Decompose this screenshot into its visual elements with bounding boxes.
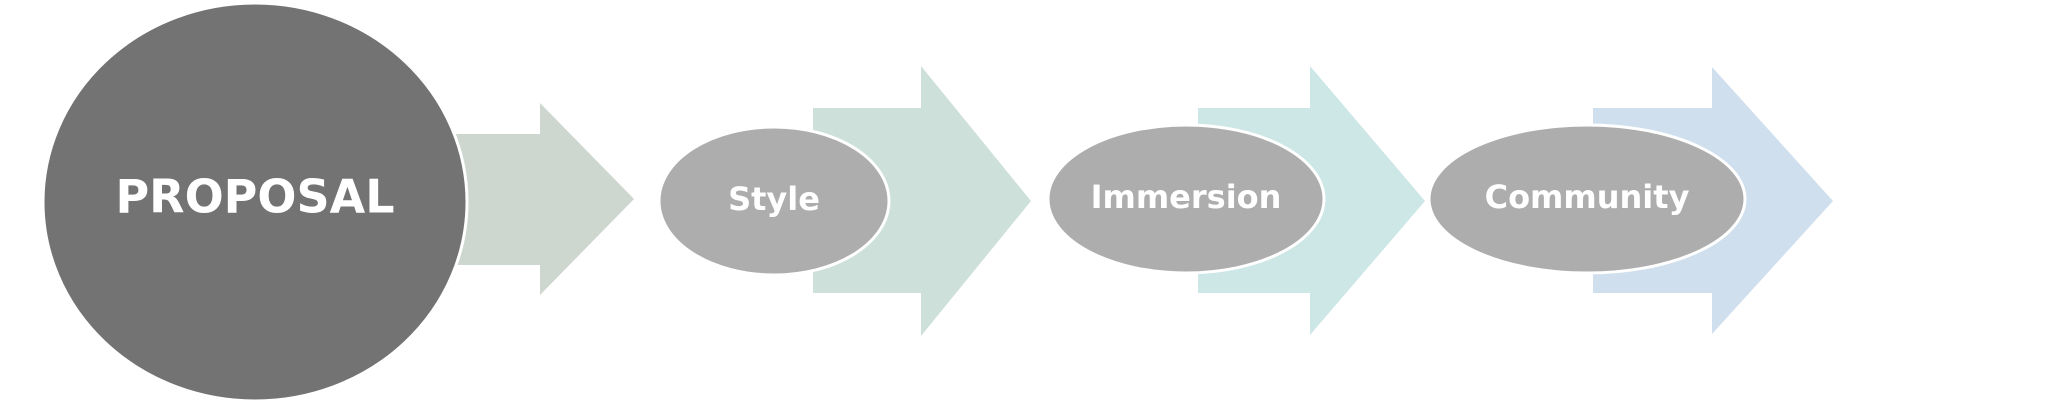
step-label-style: Style — [728, 180, 820, 218]
arrow-2 — [813, 66, 1031, 336]
proposal-circle — [41, 1, 469, 403]
step-label-immersion: Immersion — [1091, 178, 1282, 216]
arrow-1 — [452, 103, 634, 295]
step-label-community: Community — [1485, 178, 1690, 216]
step-ellipse-immersion — [1046, 123, 1326, 275]
step-ellipse-community — [1427, 123, 1747, 275]
step-ellipse-style — [657, 125, 891, 277]
proposal-label: PROPOSAL — [115, 170, 394, 224]
